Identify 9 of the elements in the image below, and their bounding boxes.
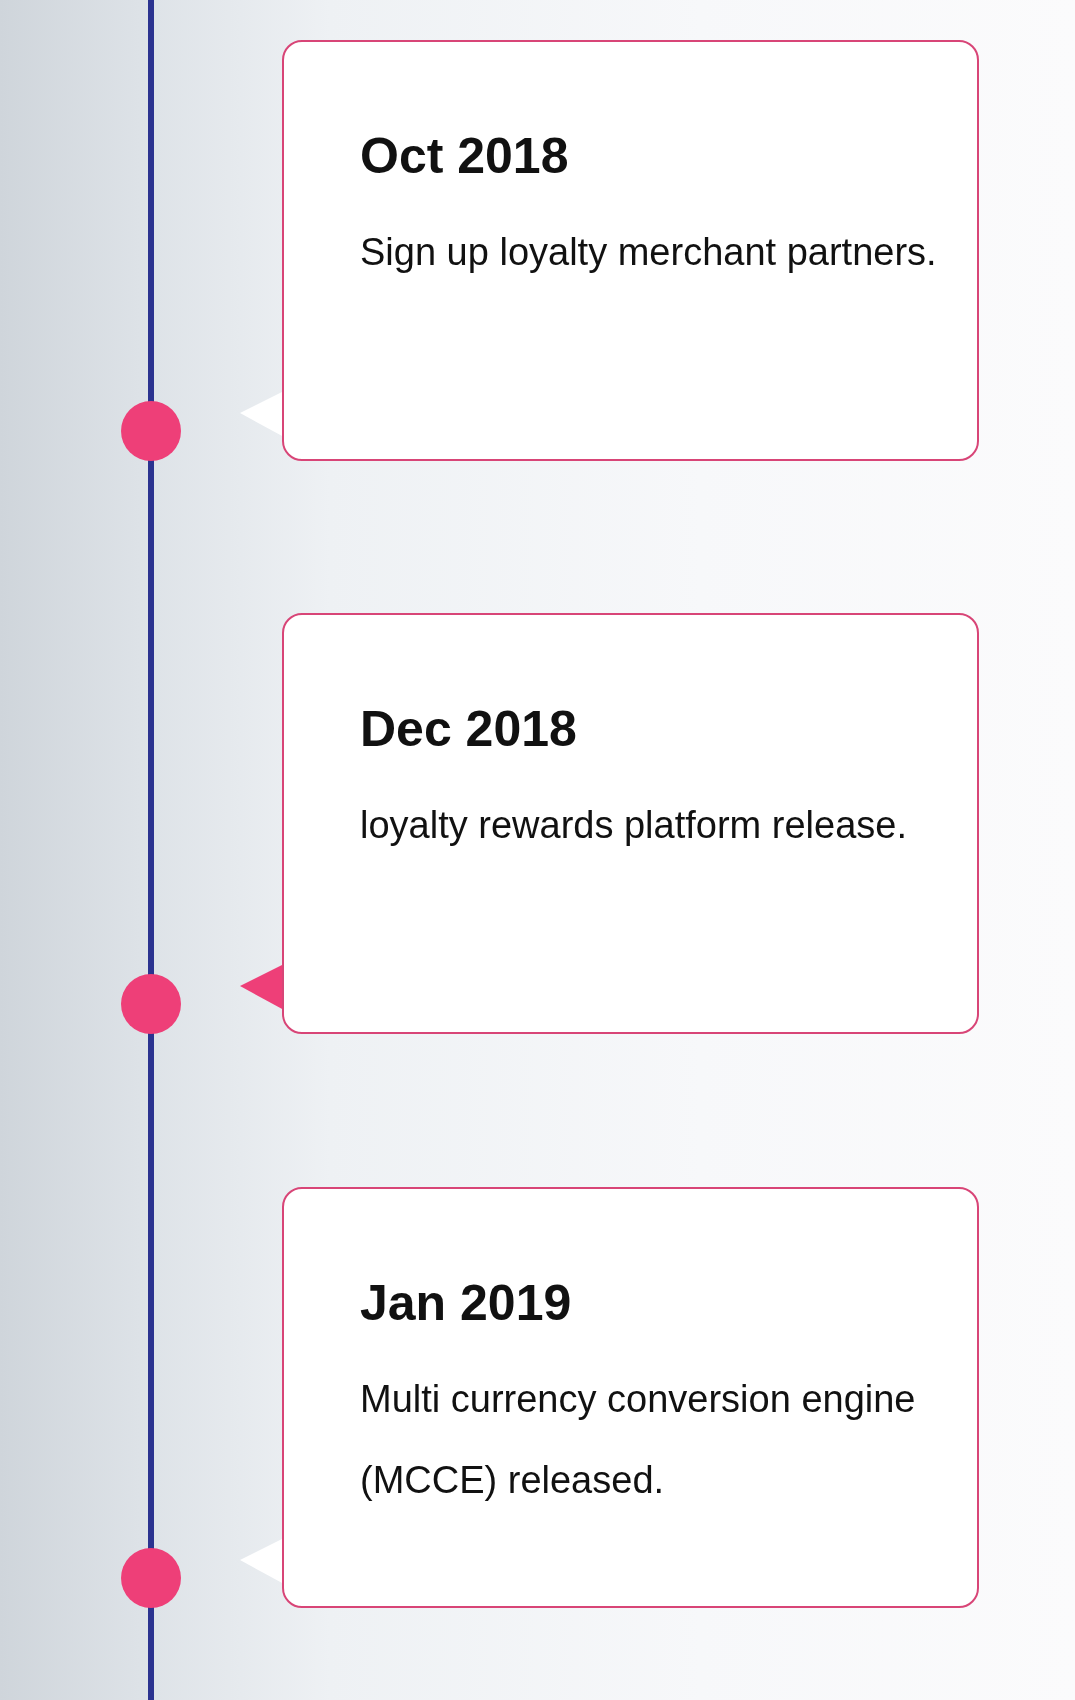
milestone-card: [282, 1187, 979, 1608]
milestone-card: [282, 40, 979, 461]
milestone-date: Jan 2019: [360, 1274, 573, 1333]
milestone-date: Oct 2018: [360, 127, 570, 186]
milestone-description: loyalty rewards platform release.: [360, 803, 908, 848]
milestone-description: Multi currency conversion engine (MCCE) released.: [360, 1377, 917, 1503]
milestone-card: [282, 613, 979, 1034]
milestone-date: Dec 2018: [360, 700, 578, 759]
milestone-description: Sign up loyalty merchant partners.: [360, 230, 937, 275]
